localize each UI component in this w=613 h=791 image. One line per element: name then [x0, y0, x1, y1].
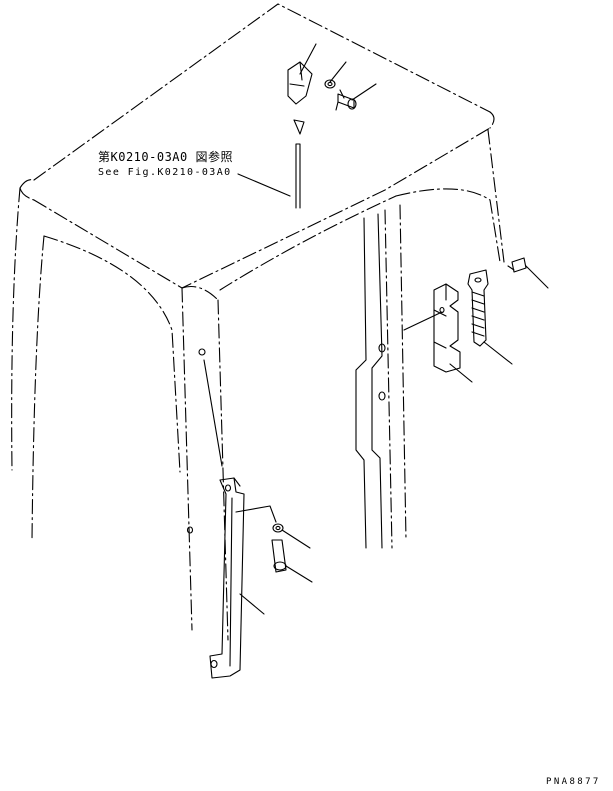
cab-center-pillar [181, 285, 229, 641]
roof-light-assembly [287, 61, 357, 209]
washer [272, 523, 284, 533]
bolt [507, 257, 527, 273]
cab-door-frame [219, 129, 505, 549]
cab-front-left-pillar [11, 187, 181, 541]
mount-hole [198, 348, 206, 356]
grab-handle-right [467, 257, 527, 347]
drawing-id: PNA8877 [546, 777, 601, 787]
cab-roof-outline [19, 3, 495, 289]
interior-divider [355, 213, 383, 549]
leader-lines [237, 43, 377, 197]
bolt [335, 89, 355, 111]
bracket-plate [433, 283, 461, 373]
mount-hole [378, 391, 386, 401]
bolt [271, 539, 287, 573]
reference-note-jp: 第K0210-03A0 図参照 [98, 150, 233, 164]
mount-hole [378, 343, 386, 353]
handrail-left [209, 477, 287, 679]
leader-lines [403, 265, 549, 383]
antenna-tip [293, 119, 305, 135]
antenna-rod [295, 143, 301, 209]
washer [324, 79, 336, 89]
leader-lines [203, 359, 313, 615]
reference-note-en: See Fig.K0210-03A0 [98, 167, 232, 178]
mount-hole [186, 526, 194, 534]
